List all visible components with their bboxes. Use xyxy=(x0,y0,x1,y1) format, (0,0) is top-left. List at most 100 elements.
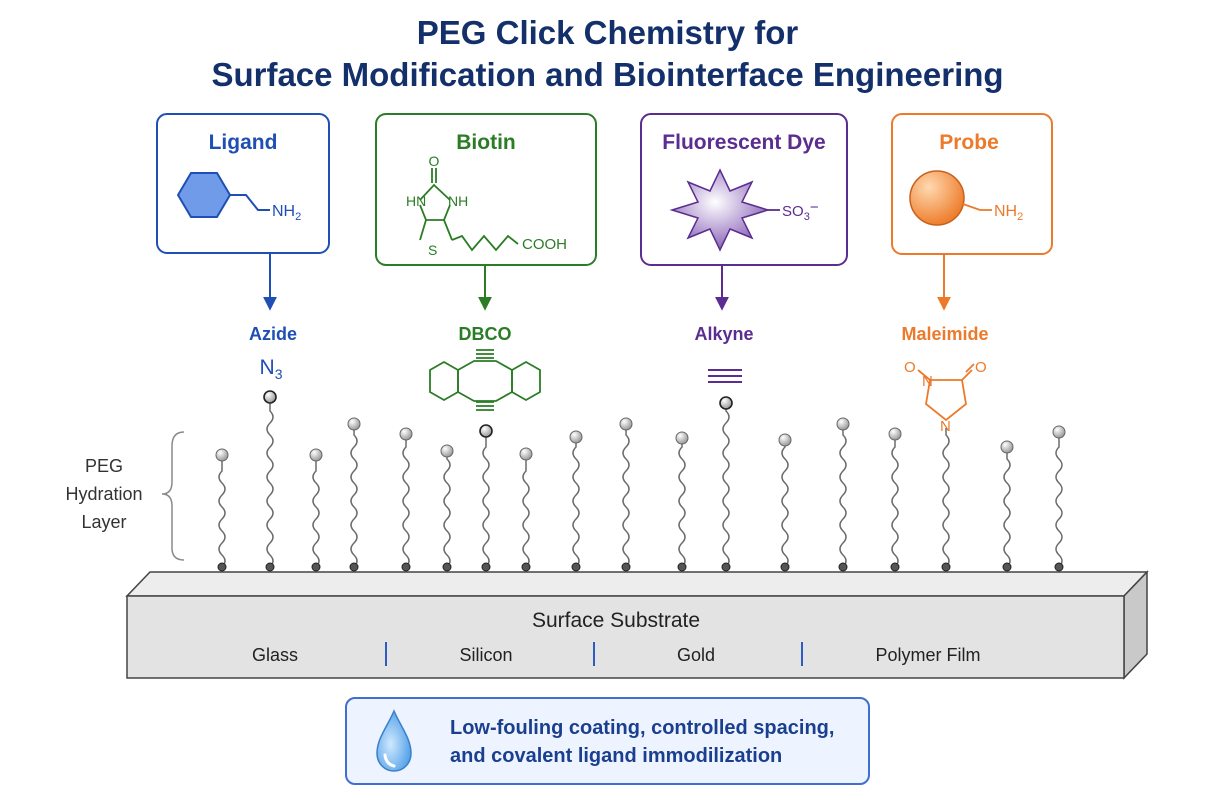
substrate-material-glass: Glass xyxy=(252,645,298,665)
ligand-title: Ligand xyxy=(209,131,278,154)
substrate-material-silicon: Silicon xyxy=(459,645,512,665)
biotin-group-label: COOH xyxy=(522,236,567,253)
peg-chain xyxy=(569,430,583,572)
peg-chain xyxy=(309,448,323,572)
peg-chain-end-group xyxy=(619,417,633,431)
peg-anchor-point xyxy=(571,562,581,572)
summary-note-line-2: and covalent ligand immodilization xyxy=(450,745,783,767)
maleimide-nitrogen-bottom: N xyxy=(940,418,951,435)
peg-chain-end-group xyxy=(399,427,413,441)
alkyne-handle-label: Alkyne xyxy=(694,324,753,344)
substrate-title: Surface Substrate xyxy=(532,609,700,632)
peg-chain-end-group xyxy=(215,448,229,462)
probe-card: Probe NH2 xyxy=(891,113,1053,311)
summary-note-text: Low-fouling coating, controlled spacing,… xyxy=(450,714,860,770)
peg-anchor-point xyxy=(521,562,531,572)
maleimide-handle-label: Maleimide xyxy=(901,324,988,344)
peg-anchor-point xyxy=(780,562,790,572)
ligand-group-subscript: 2 xyxy=(295,211,301,223)
dbco-structure-icon xyxy=(429,349,541,411)
peg-chain-end-group xyxy=(263,390,277,404)
ligand-card: Ligand NH2 xyxy=(156,113,330,311)
biotin-oxygen-atom: O xyxy=(429,153,440,169)
diagram-title: PEG Click Chemistry for Surface Modifica… xyxy=(0,12,1215,96)
peg-chain-end-group xyxy=(675,431,689,445)
maleimide-oxygen-right: O xyxy=(975,359,987,376)
peg-chain-end-group xyxy=(719,396,733,410)
biotin-hn-atom: HN xyxy=(406,193,426,209)
hydration-label-line-3: Layer xyxy=(81,512,126,532)
hexagon-ring-icon xyxy=(176,172,270,218)
summary-note: Low-fouling coating, controlled spacing,… xyxy=(345,697,870,785)
dbco-handle-label: DBCO xyxy=(459,324,512,344)
title-line-2: Surface Modification and Biointerface En… xyxy=(211,56,1004,93)
peg-anchor-point xyxy=(621,562,631,572)
hydration-label-line-1: PEG xyxy=(85,456,123,476)
sphere-probe-icon xyxy=(909,170,992,226)
peg-chain xyxy=(215,448,229,572)
peg-chain xyxy=(619,417,633,572)
triple-bond-icon xyxy=(708,369,742,383)
azide-formula: N3 xyxy=(260,356,283,382)
peg-anchor-point xyxy=(941,562,951,572)
probe-title: Probe xyxy=(939,131,999,154)
probe-group-subscript: 2 xyxy=(1017,211,1023,223)
biotin-title: Biotin xyxy=(456,131,515,154)
biotin-nh-atom: NH xyxy=(448,193,468,209)
peg-chain xyxy=(778,433,792,572)
peg-chain xyxy=(1000,440,1014,572)
peg-chain xyxy=(941,428,951,572)
peg-chain-end-group xyxy=(836,417,850,431)
peg-anchor-point xyxy=(721,562,731,572)
peg-chain xyxy=(479,424,493,572)
peg-chain-end-group xyxy=(569,430,583,444)
hydration-layer-bracket xyxy=(161,431,185,561)
peg-chain xyxy=(519,447,533,572)
peg-anchor-point xyxy=(265,562,275,572)
biotin-sulfur-atom: S xyxy=(428,242,437,258)
azide-handle-label: Azide xyxy=(249,324,297,344)
peg-anchor-point xyxy=(442,562,452,572)
maleimide-nitrogen-top: N xyxy=(922,373,933,390)
maleimide-structure-icon xyxy=(917,363,975,422)
dye-card: Fluorescent Dye SO3− xyxy=(640,113,848,311)
peg-chain xyxy=(263,390,277,572)
peg-anchor-point xyxy=(401,562,411,572)
ligand-group-label: NH2 xyxy=(272,203,301,223)
peg-anchor-point xyxy=(481,562,491,572)
peg-chain-end-group xyxy=(778,433,792,447)
peg-anchor-point xyxy=(838,562,848,572)
peg-chain xyxy=(347,417,361,572)
dye-group-charge: − xyxy=(810,199,819,216)
peg-chain xyxy=(675,431,689,572)
dye-title: Fluorescent Dye xyxy=(662,131,825,154)
peg-anchor-point xyxy=(1002,562,1012,572)
hydration-label-line-2: Hydration xyxy=(65,484,142,504)
peg-chain-end-group xyxy=(519,447,533,461)
biotin-structure-icon xyxy=(419,168,519,252)
peg-anchor-point xyxy=(311,562,321,572)
peg-chain-end-group xyxy=(888,427,902,441)
summary-note-line-1: Low-fouling coating, controlled spacing, xyxy=(450,717,835,739)
peg-chain xyxy=(399,427,413,572)
peg-anchor-point xyxy=(349,562,359,572)
probe-group-label: NH2 xyxy=(994,203,1023,223)
maleimide-oxygen-left: O xyxy=(904,359,916,376)
peg-chain xyxy=(1052,425,1066,572)
dye-group-subscript: 3 xyxy=(804,211,810,223)
peg-anchor-point xyxy=(217,562,227,572)
substrate-material-polymer-film: Polymer Film xyxy=(875,645,980,665)
peg-chain xyxy=(836,417,850,572)
peg-chain xyxy=(719,396,733,572)
peg-chain-end-group xyxy=(1052,425,1066,439)
water-drop-icon xyxy=(376,709,412,772)
peg-anchor-point xyxy=(677,562,687,572)
peg-chain xyxy=(888,427,902,572)
peg-chain-end-group xyxy=(309,448,323,462)
peg-chain-end-group xyxy=(440,444,454,458)
peg-chain-brush xyxy=(215,390,1066,572)
peg-chain-end-group xyxy=(1000,440,1014,454)
substrate-material-gold: Gold xyxy=(677,645,715,665)
azide-formula-subscript: 3 xyxy=(275,366,283,382)
